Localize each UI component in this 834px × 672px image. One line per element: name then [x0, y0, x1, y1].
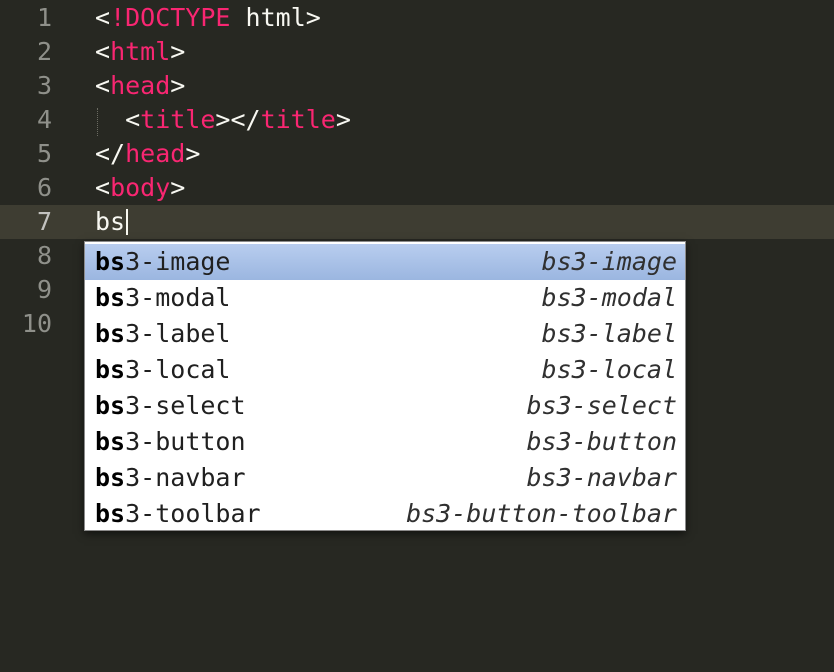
completion-suffix: 3-modal	[125, 283, 231, 312]
completion-label: bs3-label	[95, 316, 230, 352]
code-line[interactable]: 9	[0, 273, 834, 307]
matched-prefix: bs	[95, 355, 126, 384]
code-line[interactable]: 1 <!DOCTYPE html>	[0, 1, 834, 35]
text-token: >	[185, 139, 201, 168]
code-text[interactable]: <body>	[95, 171, 185, 205]
text-token: <	[95, 37, 111, 66]
tag-name-token: html	[110, 37, 171, 66]
text-token: bs	[95, 207, 126, 236]
completion-hint: bs3-navbar	[526, 463, 677, 492]
line-number: 10	[21, 309, 52, 338]
code-line[interactable]: 4 <title></title>	[0, 103, 834, 137]
matched-prefix: bs	[95, 499, 126, 528]
code-line[interactable]: 10	[0, 307, 834, 341]
text-token: <	[95, 3, 111, 32]
line-number: 7	[36, 207, 52, 236]
code-line[interactable]: 5 </head>	[0, 137, 834, 171]
completion-suffix: 3-toolbar	[125, 499, 261, 528]
autocomplete-item[interactable]: bs3-toolbar bs3-button-toolbar	[85, 496, 685, 532]
completion-label: bs3-local	[95, 352, 230, 388]
completion-suffix: 3-select	[125, 391, 246, 420]
line-number: 9	[36, 275, 52, 304]
line-number: 8	[36, 241, 52, 270]
tag-name-token: head	[110, 71, 171, 100]
completion-hint: bs3-button	[526, 427, 677, 456]
matched-prefix: bs	[95, 427, 126, 456]
completion-hint: bs3-select	[526, 391, 677, 420]
code-line[interactable]: 6 <body>	[0, 171, 834, 205]
matched-prefix: bs	[95, 463, 126, 492]
text-token: </	[95, 139, 126, 168]
matched-prefix: bs	[95, 247, 126, 276]
completion-hint: bs3-local	[541, 355, 677, 384]
text-token: >	[170, 173, 186, 202]
completion-label: bs3-select	[95, 388, 246, 424]
text-token: ></	[215, 105, 261, 134]
tag-name-token: body	[110, 173, 171, 202]
completion-hint: bs3-label	[541, 319, 677, 348]
text-token: <	[95, 105, 141, 134]
tag-name-token: !DOCTYPE	[110, 3, 231, 32]
text-token: html>	[230, 3, 321, 32]
code-text[interactable]: <title></title>	[95, 103, 351, 137]
completion-suffix: 3-local	[125, 355, 231, 384]
completion-label: bs3-modal	[95, 280, 230, 316]
tag-name-token: title	[260, 105, 336, 134]
code-line[interactable]: 8	[0, 239, 834, 273]
completion-label: bs3-button	[95, 424, 246, 460]
matched-prefix: bs	[95, 391, 126, 420]
completion-label: bs3-navbar	[95, 460, 246, 496]
text-token: >	[170, 37, 186, 66]
completion-suffix: 3-navbar	[125, 463, 246, 492]
code-text[interactable]: <head>	[95, 69, 185, 103]
completion-hint: bs3-image	[541, 247, 677, 276]
matched-prefix: bs	[95, 319, 126, 348]
code-line[interactable]: 7 bs	[0, 205, 834, 239]
completion-hint: bs3-button-toolbar	[406, 499, 677, 528]
completion-suffix: 3-label	[125, 319, 231, 348]
code-text[interactable]: <html>	[95, 35, 185, 69]
code-text[interactable]: bs	[95, 205, 129, 239]
tag-name-token: head	[125, 139, 186, 168]
text-token: >	[170, 71, 186, 100]
text-token: <	[95, 71, 111, 100]
completion-label: bs3-toolbar	[95, 496, 261, 532]
line-number: 2	[36, 37, 52, 66]
line-number: 4	[36, 105, 52, 134]
completion-hint: bs3-modal	[541, 283, 677, 312]
completion-suffix: 3-button	[125, 427, 246, 456]
line-number: 3	[36, 71, 52, 100]
tag-name-token: title	[140, 105, 216, 134]
line-number: 5	[36, 139, 52, 168]
line-number: 6	[36, 173, 52, 202]
code-text[interactable]: <!DOCTYPE html>	[95, 1, 321, 35]
matched-prefix: bs	[95, 283, 126, 312]
line-number: 1	[36, 3, 52, 32]
completion-label: bs3-image	[95, 244, 230, 280]
text-cursor	[126, 209, 129, 235]
completion-suffix: 3-image	[125, 247, 231, 276]
text-token: >	[335, 105, 351, 134]
code-line[interactable]: 3 <head>	[0, 69, 834, 103]
code-text[interactable]: </head>	[95, 137, 200, 171]
indent-guide	[97, 108, 98, 136]
code-line[interactable]: 2 <html>	[0, 35, 834, 69]
text-token: <	[95, 173, 111, 202]
